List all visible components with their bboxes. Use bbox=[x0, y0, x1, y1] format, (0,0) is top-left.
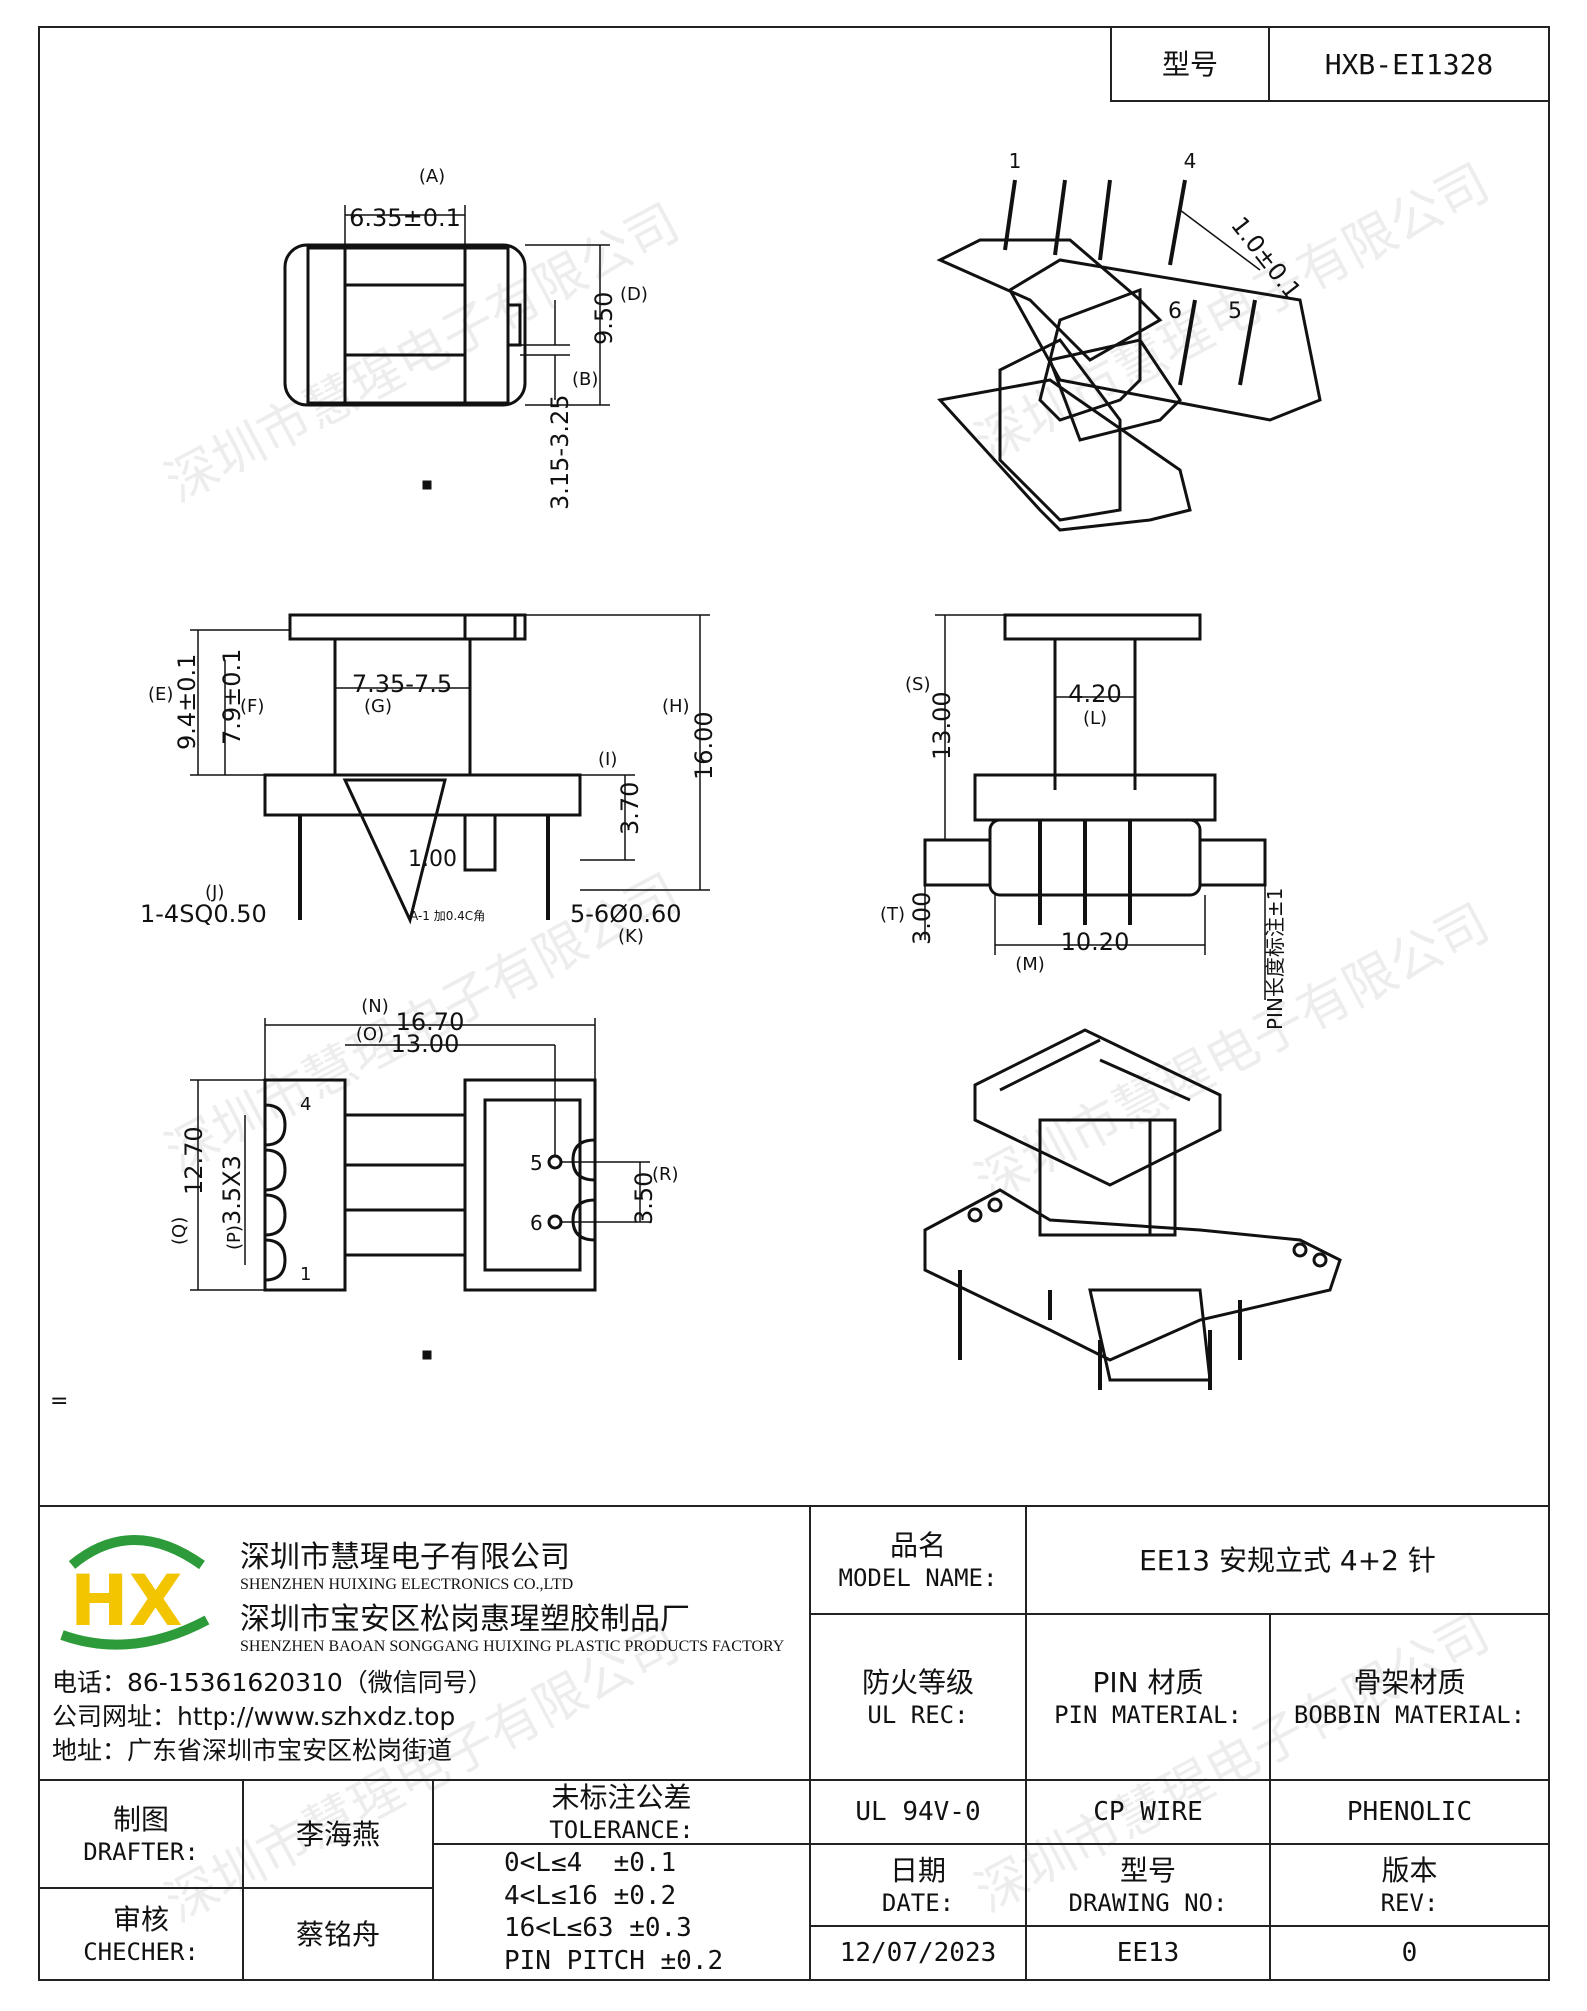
bottom-pin-6: 6 bbox=[530, 1211, 543, 1235]
bottom-view bbox=[190, 1018, 650, 1360]
stray-mark: = bbox=[50, 1389, 68, 1414]
dim-label-s: (S) bbox=[905, 674, 930, 695]
dim-r: 3.50 bbox=[630, 1172, 658, 1225]
dim-t: 3.00 bbox=[908, 892, 936, 945]
company-phone: 电话：86-15361620310（微信同号） bbox=[52, 1668, 493, 1697]
dim-label-k: (K) bbox=[618, 926, 644, 947]
dim-label-m: (M) bbox=[1015, 954, 1045, 975]
drawing-no-value: EE13 bbox=[1025, 1925, 1271, 1981]
dim-n: 16.70 bbox=[396, 1008, 465, 1036]
checker-value: 蔡铭舟 bbox=[242, 1887, 434, 1981]
dim-label-j: (J) bbox=[205, 882, 224, 903]
technical-drawing: (A) 6.35±0.1 (D) 9.50 (B) 3.15-3.25 1 4 … bbox=[50, 149, 1342, 1414]
dim-label-a: (A) bbox=[419, 166, 445, 187]
dim-label-r: (R) bbox=[652, 1164, 679, 1185]
front-view bbox=[190, 613, 710, 925]
bottom-pin-4: 4 bbox=[300, 1094, 311, 1115]
dim-d: 9.50 bbox=[590, 292, 618, 345]
checker-label: 审核 CHECHER: bbox=[38, 1887, 244, 1981]
pin-material-value: CP WIRE bbox=[1025, 1779, 1271, 1845]
dim-f: 7.9±0.1 bbox=[218, 649, 246, 745]
dim-label-i: (I) bbox=[598, 749, 617, 770]
factory-name-cn: 深圳市宝安区松岗惠瑆塑胶制品厂 bbox=[240, 1602, 690, 1637]
pin-length-note: PIN长度标注±1 bbox=[1263, 888, 1287, 1030]
iso-bottom-view bbox=[923, 1028, 1342, 1390]
tolerance-line: 4<L≤16 ±0.2 bbox=[504, 1880, 677, 1911]
bobbin-material-value: PHENOLIC bbox=[1269, 1779, 1550, 1845]
ul-rec-value: UL 94V-0 bbox=[809, 1779, 1027, 1845]
rev-value: 0 bbox=[1269, 1925, 1550, 1981]
drafter-label: 制图 DRAFTER: bbox=[38, 1779, 244, 1889]
tolerance-line: 16<L≤63 ±0.3 bbox=[504, 1913, 692, 1943]
dim-label-p: (P) bbox=[224, 1225, 245, 1250]
bobbin-material-label: 骨架材质 BOBBIN MATERIAL: bbox=[1269, 1613, 1550, 1781]
tolerance-values: 0<L≤4 ±0.1 4<L≤16 ±0.2 16<L≤63 ±0.3 PIN … bbox=[432, 1843, 811, 1981]
header-model-value: HXB-EI1328 bbox=[1268, 26, 1550, 102]
date-value: 12/07/2023 bbox=[809, 1925, 1027, 1981]
iso-pin-1: 1 bbox=[1009, 149, 1022, 173]
company-logo: HX bbox=[60, 1535, 210, 1650]
dim-k: 5-6Ø0.60 bbox=[570, 900, 682, 928]
rev-label: 版本 REV: bbox=[1269, 1843, 1550, 1927]
pin-material-label: PIN 材质 PIN MATERIAL: bbox=[1025, 1613, 1271, 1781]
dim-q: 12.70 bbox=[180, 1126, 208, 1195]
dim-i: 3.70 bbox=[616, 782, 644, 835]
dim-e: 9.4±0.1 bbox=[173, 654, 201, 750]
ul-rec-label: 防火等级 UL REC: bbox=[809, 1613, 1027, 1781]
date-label: 日期 DATE: bbox=[809, 1843, 1027, 1927]
model-name-label: 品名 MODEL NAME: bbox=[809, 1505, 1027, 1615]
dim-label-n: (N) bbox=[361, 996, 389, 1017]
dim-m: 10.20 bbox=[1061, 928, 1130, 956]
side-view bbox=[923, 613, 1267, 1000]
dim-label-h: (H) bbox=[662, 696, 690, 717]
model-name-value: EE13 安规立式 4+2 针 bbox=[1025, 1505, 1550, 1615]
iso-top-view bbox=[936, 179, 1322, 532]
dim-l: 4.20 bbox=[1068, 680, 1121, 708]
dim-100: 1.00 bbox=[408, 847, 457, 872]
dim-label-o: (O) bbox=[356, 1024, 384, 1045]
iso-pin-5: 5 bbox=[1228, 299, 1242, 324]
company-name-cn: 深圳市慧瑆电子有限公司 bbox=[240, 1540, 570, 1575]
dim-h: 16.00 bbox=[690, 711, 718, 780]
drafter-value: 李海燕 bbox=[242, 1779, 434, 1889]
dim-label-e: (E) bbox=[148, 684, 173, 705]
dim-j: 1-4SQ0.50 bbox=[140, 900, 267, 928]
top-view bbox=[283, 205, 610, 490]
company-address: 地址：广东省深圳市宝安区松岗街道 bbox=[52, 1736, 453, 1765]
bottom-pin-1: 1 bbox=[300, 1264, 311, 1285]
note-a1: A-1 加0.4C角 bbox=[410, 909, 485, 923]
dim-label-d: (D) bbox=[620, 284, 648, 305]
iso-pin-6: 6 bbox=[1168, 299, 1182, 324]
bottom-pin-5: 5 bbox=[530, 1151, 543, 1175]
dim-label-t: (T) bbox=[880, 904, 905, 925]
dim-g: 7.35-7.5 bbox=[352, 670, 452, 698]
dim-o: 13.00 bbox=[391, 1030, 460, 1058]
tolerance-line: 0<L≤4 ±0.1 bbox=[504, 1848, 677, 1878]
dim-b: 3.15-3.25 bbox=[546, 394, 574, 510]
logo-text: HX bbox=[70, 1560, 183, 1642]
company-name-en: SHENZHEN HUIXING ELECTRONICS CO.,LTD bbox=[240, 1576, 574, 1593]
dim-label-b: (B) bbox=[572, 369, 598, 390]
company-website: 公司网址：http://www.szhxdz.top bbox=[52, 1702, 456, 1731]
dim-label-q: (Q) bbox=[169, 1217, 190, 1245]
drawing-no-label: 型号 DRAWING NO: bbox=[1025, 1843, 1271, 1927]
dim-s: 13.00 bbox=[928, 691, 956, 760]
dim-label-l: (L) bbox=[1083, 708, 1107, 729]
dim-label-g: (G) bbox=[364, 696, 392, 717]
dim-p: 3.5X3 bbox=[218, 1155, 246, 1225]
dim-a: 6.35±0.1 bbox=[349, 204, 461, 232]
dim-label-f: (F) bbox=[240, 696, 264, 717]
iso-pin-4: 4 bbox=[1184, 149, 1197, 173]
tolerance-line: PIN PITCH ±0.2 bbox=[504, 1945, 724, 1976]
factory-name-en: SHENZHEN BAOAN SONGGANG HUIXING PLASTIC … bbox=[240, 1638, 785, 1655]
tolerance-label: 未标注公差 TOLERANCE: bbox=[432, 1779, 811, 1845]
